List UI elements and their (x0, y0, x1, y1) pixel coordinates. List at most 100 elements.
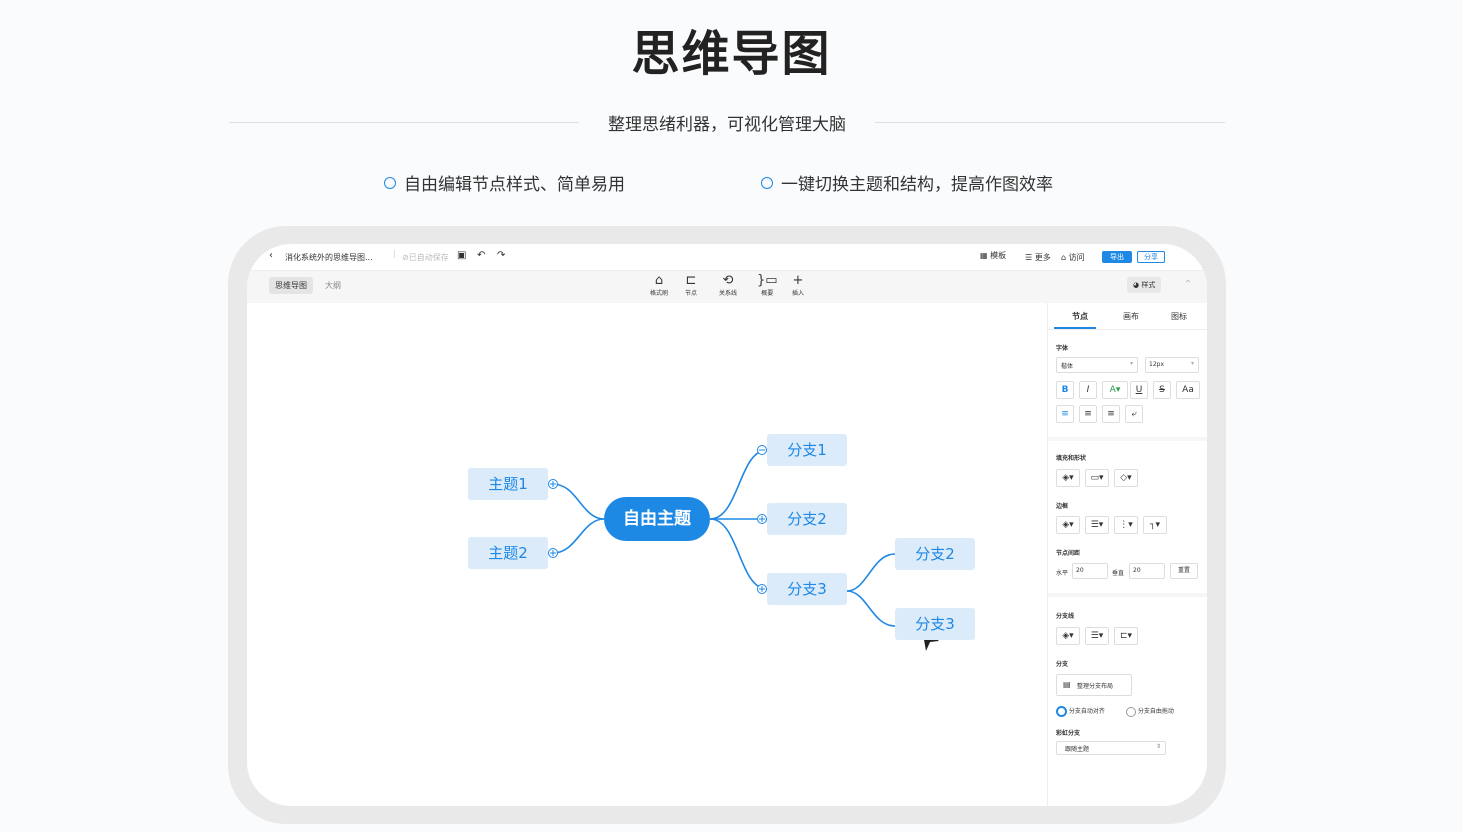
present-button[interactable]: ⌂ 访问 (1061, 253, 1085, 262)
wrap-icon[interactable]: ⤶ (1125, 405, 1143, 423)
mindmap-canvas[interactable]: 自由主题 主题1 主题2 分支1 分支2 分支3 分支2 分支3 (247, 303, 1047, 806)
border-width-icon[interactable]: ☰▾ (1085, 516, 1109, 534)
format-painter-button[interactable]: ⌂格式刷 (650, 273, 669, 297)
relation-button[interactable]: ⟲关系线 (719, 273, 738, 297)
line-color-icon[interactable]: ◈▾ (1056, 627, 1080, 645)
align-right-icon[interactable]: ≡ (1102, 405, 1120, 423)
rainbow-select[interactable]: 跟随主题⇕ (1056, 741, 1166, 755)
tab-mindmap[interactable]: 思维导图 (269, 277, 313, 294)
undo-icon[interactable]: ↶ (477, 250, 486, 261)
share-button[interactable]: 分享 (1137, 251, 1165, 263)
divider (1048, 437, 1207, 441)
branch-node[interactable]: 分支2 (767, 503, 847, 535)
text-case-icon[interactable]: Aa (1176, 381, 1200, 399)
border-label: 边框 (1056, 503, 1069, 510)
line-width-icon[interactable]: ☰▾ (1085, 627, 1109, 645)
horizontal-label: 水平 (1056, 570, 1069, 577)
doc-title[interactable]: 消化系统外的思维导图... (285, 253, 373, 262)
feature-text: 自由编辑节点样式、简单易用 (404, 175, 625, 195)
tab-node[interactable]: 节点 (1072, 312, 1088, 321)
font-size-select[interactable]: 12px▾ (1145, 357, 1199, 373)
subtitle-row: 整理思绪利器，可视化管理大脑 (229, 110, 1225, 135)
branch-label: 分支 (1056, 661, 1069, 668)
template-button[interactable]: ▦ 模板 (980, 251, 1007, 260)
tab-canvas[interactable]: 画布 (1123, 312, 1139, 321)
vertical-label: 垂直 (1112, 570, 1125, 577)
font-color-icon[interactable]: A▾ (1102, 381, 1128, 399)
corner-icon[interactable]: ┐▾ (1143, 516, 1167, 534)
layout-icon: ▤ (1063, 680, 1071, 689)
node-button[interactable]: ⊏节点 (685, 273, 698, 297)
connector-line (709, 518, 768, 590)
connector-lines (548, 445, 939, 651)
hero-subtitle: 整理思绪利器，可视化管理大脑 (608, 115, 846, 135)
style-button[interactable]: ◕ 样式 (1127, 277, 1162, 293)
layout-branch-button[interactable]: ▤整理分支布局 (1056, 674, 1132, 696)
fill-color-icon[interactable]: ◈▾ (1056, 469, 1080, 487)
line-style-icon[interactable]: ⊏▾ (1114, 627, 1138, 645)
shape-icon[interactable]: ◇▾ (1114, 469, 1138, 487)
underline-icon[interactable]: U (1130, 381, 1148, 399)
connector-line (846, 553, 896, 592)
chevron-down-icon: ▾ (1190, 360, 1194, 367)
reset-button[interactable]: 重置 (1170, 563, 1198, 579)
summary-icon: }▭ (757, 273, 778, 288)
italic-icon[interactable]: I (1079, 381, 1097, 399)
save-icon[interactable]: ▣ (457, 250, 467, 261)
align-center-icon[interactable]: ≡ (1079, 405, 1097, 423)
shape-border-icon[interactable]: ▭▾ (1085, 469, 1109, 487)
back-icon[interactable]: ‹ (269, 250, 273, 261)
feature-item: 自由编辑节点样式、简单易用 (384, 170, 625, 195)
redo-icon[interactable]: ↷ (497, 250, 506, 261)
editor-toolbar: 思维导图 大纲 ⌂格式刷 ⊏节点 ⟲关系线 }▭概要 +插入 ◕ 样式 ⌃ (247, 271, 1207, 303)
spacing-label: 节点间距 (1056, 550, 1081, 557)
divider-right (875, 122, 1225, 123)
topic-node[interactable]: 主题1 (468, 468, 548, 500)
summary-button[interactable]: }▭概要 (757, 273, 778, 297)
node-icon: ⊏ (685, 273, 697, 288)
collapse-icon[interactable]: ⌃ (1184, 279, 1193, 290)
feature-item: 一键切换主题和结构，提高作图效率 (761, 170, 1053, 195)
branch-node[interactable]: 分支1 (767, 434, 847, 466)
sub-branch-node[interactable]: 分支2 (895, 538, 975, 570)
relation-icon: ⟲ (722, 273, 734, 288)
sort-icon: ⇕ (1155, 743, 1161, 750)
topic-node[interactable]: 主题2 (468, 537, 548, 569)
brush-icon: ⌂ (654, 273, 664, 288)
bold-icon[interactable]: B (1056, 381, 1074, 399)
tab-icon[interactable]: 图标 (1171, 312, 1187, 321)
style-panel: 节点 画布 图标 字体 楷体▾ 12px▾ B I A▾ U S Aa ≡ ≡ … (1047, 303, 1207, 806)
divider: | (393, 249, 396, 258)
divider (1048, 593, 1207, 597)
font-family-select[interactable]: 楷体▾ (1056, 357, 1138, 373)
plus-icon: + (792, 273, 804, 288)
export-button[interactable]: 导出 (1102, 251, 1132, 263)
connector-line (552, 518, 605, 554)
align-left-icon[interactable]: ≡ (1056, 405, 1074, 423)
border-color-icon[interactable]: ◈▾ (1056, 516, 1080, 534)
insert-button[interactable]: +插入 (792, 273, 805, 297)
border-style-icon[interactable]: ⋮▾ (1114, 516, 1138, 534)
radio-free-drag[interactable]: 分支自由拖动 (1126, 706, 1174, 717)
bullet-circle-icon (384, 176, 396, 189)
sub-branch-node[interactable]: 分支3 (895, 608, 975, 640)
connector-line (552, 483, 605, 520)
feature-text: 一键切换主题和结构，提高作图效率 (781, 175, 1053, 195)
menu-icon: ☰ (1025, 253, 1033, 262)
vertical-spacing-input[interactable]: 20 (1129, 563, 1165, 579)
save-status: ⊘已自动保存 (402, 253, 449, 262)
horizontal-spacing-input[interactable]: 20 (1072, 563, 1108, 579)
check-icon: ⊘ (402, 253, 409, 262)
branch-line-label: 分支线 (1056, 613, 1075, 620)
present-icon: ⌂ (1061, 253, 1067, 262)
branch-node[interactable]: 分支3 (767, 573, 847, 605)
divider-left (229, 122, 579, 123)
active-tab-indicator (1054, 327, 1096, 329)
more-button[interactable]: ☰ 更多 (1025, 253, 1051, 262)
radio-checked-icon (1056, 706, 1067, 717)
radio-auto-align[interactable]: 分支自动对齐 (1056, 706, 1105, 717)
chevron-down-icon: ▾ (1129, 360, 1133, 367)
root-node[interactable]: 自由主题 (604, 497, 710, 541)
tab-outline[interactable]: 大纲 (325, 281, 341, 290)
strikethrough-icon[interactable]: S (1153, 381, 1171, 399)
